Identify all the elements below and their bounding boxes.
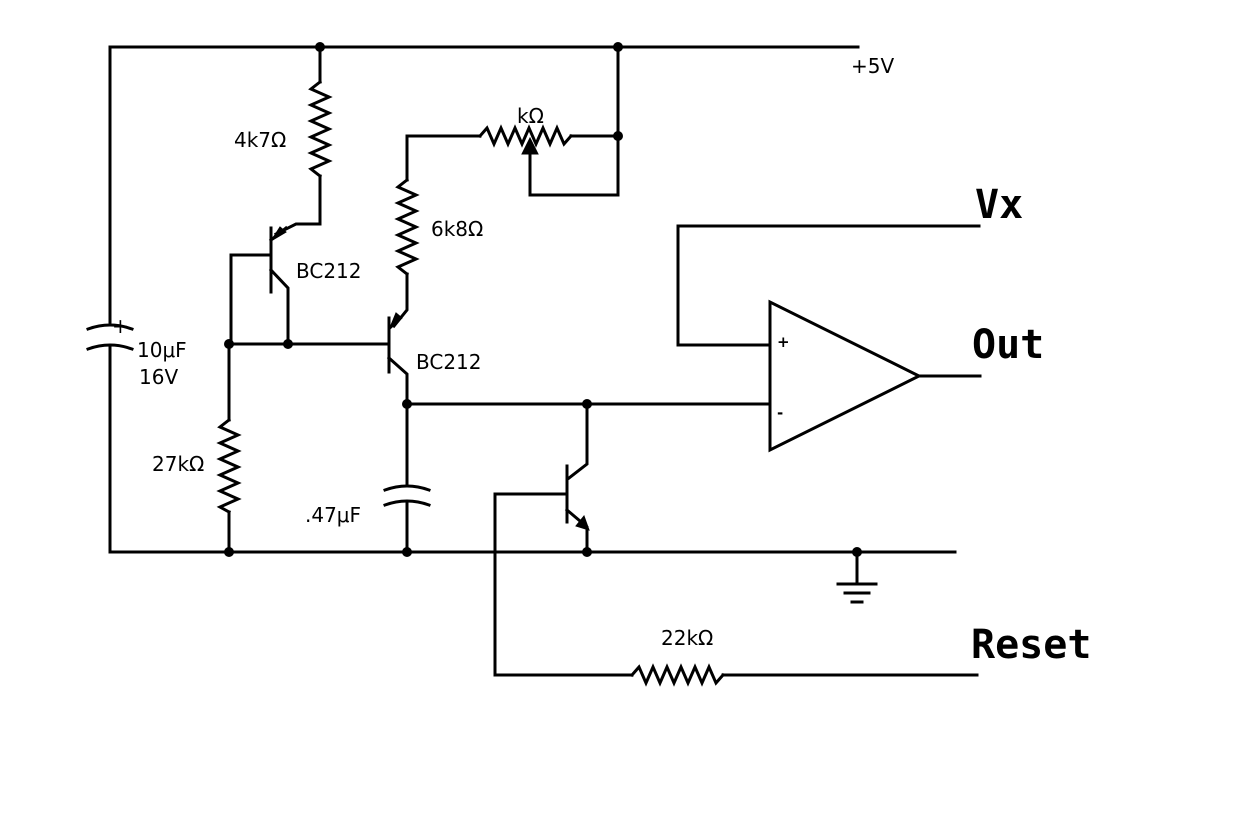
resistor-22k <box>629 663 979 687</box>
transistor-q2 <box>386 312 409 406</box>
ground-rail <box>108 547 957 557</box>
resistor-27k-label: 27kΩ <box>152 452 204 476</box>
vx-label: Vx <box>975 182 1023 228</box>
resistor-22k-label: 22kΩ <box>661 626 713 650</box>
transistor-q2-type: BC212 <box>416 350 482 374</box>
transistor-q1-type: BC212 <box>296 259 362 283</box>
reset-label: Reset <box>971 622 1091 668</box>
potentiometer <box>405 45 623 197</box>
resistor-6k8 <box>391 177 420 329</box>
op-amp-minus: - <box>777 404 783 422</box>
resistor-6k8-label: 6k8Ω <box>431 217 483 241</box>
op-amp-plus: + <box>777 333 790 351</box>
capacitor-10uf-plus: + <box>112 314 129 338</box>
ground-symbol <box>836 550 878 604</box>
capacitor-10uf-voltage: 16V <box>139 365 178 389</box>
op-amp <box>676 224 982 453</box>
capacitor-047uf <box>383 402 431 554</box>
supply-rail <box>108 42 860 52</box>
capacitor-10uf-value: 10μF <box>137 338 187 362</box>
resistor-4k7-label: 4k7Ω <box>234 128 286 152</box>
out-label: Out <box>972 322 1044 368</box>
transistor-q1 <box>229 225 290 346</box>
supply-label: +5V <box>851 54 894 78</box>
capacitor-10uf <box>86 45 134 554</box>
capacitor-047uf-label: .47μF <box>305 503 361 527</box>
transistor-reset <box>493 402 634 677</box>
resistor-27k <box>216 342 242 554</box>
bias-node <box>224 339 391 349</box>
potentiometer-label: kΩ <box>517 104 544 128</box>
